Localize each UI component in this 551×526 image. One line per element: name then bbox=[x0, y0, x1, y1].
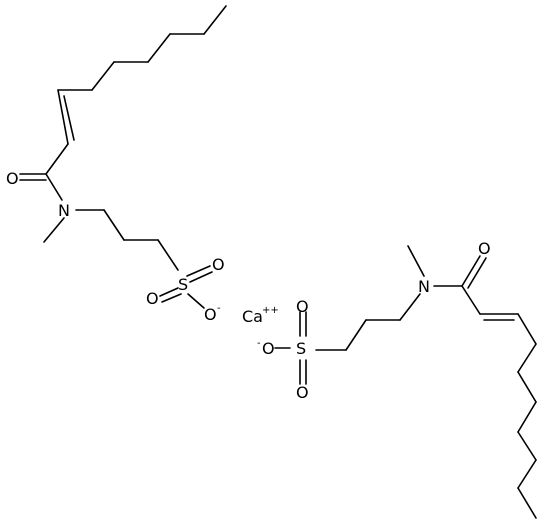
molecule-1: O N S O O O - bbox=[6, 5, 227, 324]
s-o-double bbox=[159, 287, 179, 297]
s-o-single bbox=[187, 293, 205, 309]
bond bbox=[45, 143, 69, 175]
bond bbox=[517, 343, 537, 373]
molecule-2: O N S O O O - bbox=[257, 239, 537, 519]
atom-o-s1-a: O bbox=[212, 255, 225, 274]
bond bbox=[91, 61, 115, 91]
bond bbox=[147, 33, 171, 63]
bond bbox=[345, 319, 367, 351]
double-bond bbox=[57, 89, 69, 145]
atom-n-2: N bbox=[418, 277, 430, 296]
atom-o-s2-minus: O bbox=[262, 339, 275, 358]
bond bbox=[517, 431, 537, 461]
atom-o-s2-b: O bbox=[296, 383, 309, 402]
charge-ca: ++ bbox=[262, 305, 279, 316]
bond bbox=[461, 285, 481, 315]
atom-o-carbonyl-1: O bbox=[6, 169, 19, 188]
bond bbox=[517, 487, 537, 519]
bond bbox=[517, 459, 537, 489]
s-o-double bbox=[186, 265, 211, 277]
s-o-double-inner bbox=[161, 293, 182, 303]
charge-minus-1: - bbox=[217, 303, 221, 314]
atom-ca: Ca bbox=[242, 307, 263, 326]
bond bbox=[399, 293, 421, 321]
atom-n-1: N bbox=[58, 201, 70, 220]
atom-s-1: S bbox=[178, 275, 188, 294]
bond bbox=[407, 245, 425, 277]
bond bbox=[203, 5, 227, 35]
atom-o-s1-minus: O bbox=[204, 305, 217, 324]
bond bbox=[517, 401, 537, 433]
bond bbox=[517, 313, 537, 345]
double-bond-inner bbox=[63, 95, 75, 141]
charge-minus-2: - bbox=[257, 338, 261, 349]
atom-o-s1-b: O bbox=[146, 289, 159, 308]
bond bbox=[45, 173, 63, 201]
carbonyl-bond bbox=[461, 255, 481, 287]
bond bbox=[157, 239, 179, 271]
s-o-double-inner bbox=[189, 271, 213, 283]
atom-o-s2-a: O bbox=[296, 297, 309, 316]
bond bbox=[43, 217, 65, 243]
bond bbox=[517, 371, 537, 403]
atom-o-carbonyl-2: O bbox=[478, 239, 491, 258]
bond bbox=[103, 209, 125, 241]
calcium-ion: Ca ++ bbox=[242, 305, 279, 326]
carbonyl-bond-inner bbox=[467, 257, 487, 289]
atom-s-2: S bbox=[296, 339, 306, 358]
